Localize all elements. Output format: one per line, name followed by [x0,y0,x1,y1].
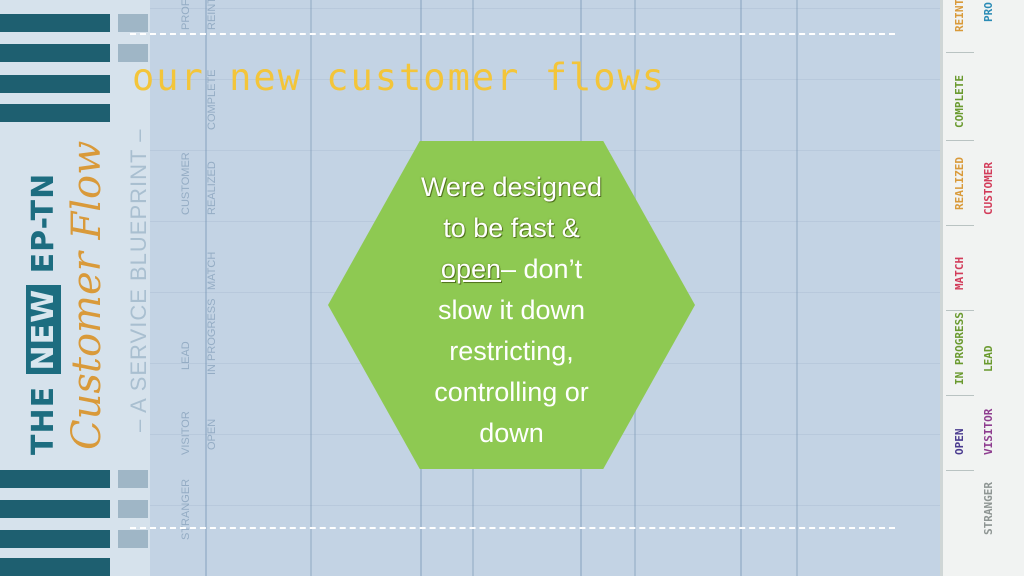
brand-subtitle: – A SERVICE BLUEPRINT – [126,128,151,432]
hexagon-message: Were designed to be fast & open– don’t s… [390,167,633,454]
legend-divider [946,395,974,396]
legend-in-progress: IN PROGRESS [953,312,966,385]
branding-panel [0,0,150,576]
hex-line: to be fast & [443,213,580,243]
blueprint-column-line [740,0,742,576]
hex-line: slow it down [437,295,586,325]
legend-realized: REALIZED [953,157,966,210]
bg-label: REINT [206,0,218,30]
legend-open: OPEN [953,428,966,456]
bg-label: OPEN [206,418,218,450]
legend-panel [940,0,1024,576]
bg-label: MATCH [206,251,218,290]
brand-title: THE NEW EP-TN [26,173,61,455]
blueprint-column-line [205,0,207,576]
bg-label: CUSTOMER [180,152,192,215]
dashed-separator-top [130,33,895,35]
bg-label: IN PROGRESS [206,298,218,375]
legend-complete: COMPLETE [953,75,966,128]
bg-label: VISITOR [180,411,192,455]
legend-customer: CUSTOMER [982,162,995,215]
stripe [118,500,148,518]
hex-line-rest: – don’t [501,254,583,284]
hex-line: controlling or [434,377,589,407]
stripe [0,530,110,548]
legend-lead: LEAD [982,345,995,373]
slide-headline: our new customer flows [132,56,667,99]
legend-divider [946,52,974,53]
stripe [0,75,110,93]
bg-label: LEAD [180,341,192,370]
legend-match: MATCH [953,256,966,290]
stripe [118,470,148,488]
stripe [0,104,110,122]
bg-label: STRANGER [180,478,192,540]
hex-line: restricting, [449,336,574,366]
hex-line: Were designed [420,172,603,202]
stripe [118,14,148,32]
brand-script: Customer Flow [64,140,110,450]
stripe [0,500,110,518]
legend-stranger: STRANGER [982,482,995,535]
stripe [118,530,148,548]
stripe [0,470,110,488]
bg-label: REALIZED [206,161,218,215]
legend-divider [946,470,974,471]
bg-label: PROF [180,0,192,30]
legend-reint: REINT [953,0,966,32]
hex-open-word: open [440,254,501,284]
stripe [0,44,110,62]
brand-new: NEW [26,284,61,375]
dashed-separator-bottom [130,527,895,529]
brand-ep: EP-TN [26,172,61,285]
stripe [0,14,110,32]
hex-line: open– don’t [390,249,633,290]
stripe [0,558,110,576]
legend-divider [946,225,974,226]
legend-pro: PRO [982,2,995,22]
legend-divider [946,310,974,311]
hex-line: down [479,418,544,448]
brand-the: THE [26,374,61,455]
legend-divider [946,140,974,141]
legend-visitor: VISITOR [982,408,995,455]
stripe [118,44,148,62]
